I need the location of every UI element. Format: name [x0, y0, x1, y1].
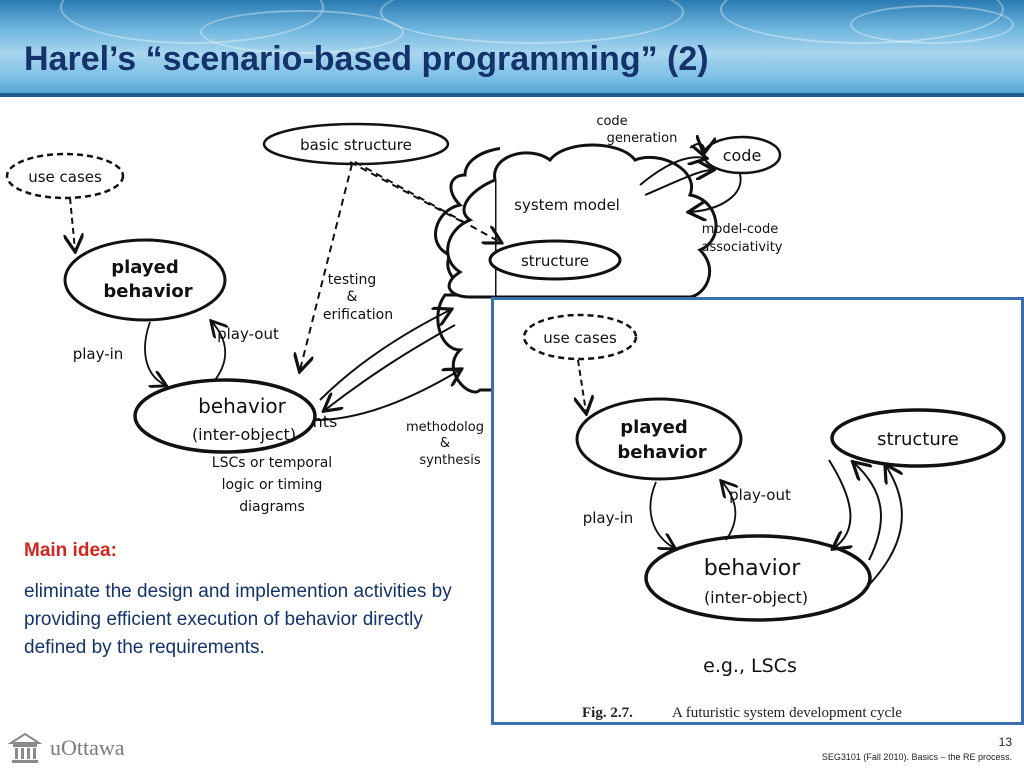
nts-label: nts — [313, 412, 338, 431]
system-model-diagram: use cases basic structure code generatio… — [5, 122, 500, 515]
main-idea-text: eliminate the design and implemention ac… — [24, 581, 452, 658]
main-idea-label: Main idea: — [24, 540, 117, 561]
play-out-label: play-out — [217, 325, 279, 343]
basic-structure-node — [262, 122, 450, 166]
fig-use-cases-label: use cases — [543, 329, 617, 347]
fig-eg-label: e.g., LSCs — [703, 655, 797, 677]
lsc-note-1: LSCs or temporal — [212, 455, 332, 471]
code-generation-text-1: code — [596, 114, 627, 129]
played-behavior-node — [63, 238, 227, 322]
fig-played-behavior-node — [575, 397, 743, 481]
page-number: 13 — [998, 735, 1012, 749]
fig-played-label-1: played — [620, 417, 687, 438]
behavior-label-1: behavior — [198, 394, 287, 418]
fig-caption-text: A futuristic system development cycle — [672, 705, 902, 721]
play-in-label: play-in — [73, 345, 124, 363]
footer-course-text: SEG3101 (Fall 2010). Basics – the RE pro… — [821, 752, 1012, 762]
played-label-2: behavior — [103, 281, 192, 302]
fig-caption-label: Fig. 2.7. — [582, 705, 633, 721]
university-building-icon — [7, 732, 43, 763]
fig-behavior-label-1: behavior — [704, 556, 802, 581]
system-model-diagram-right: code code generation system model struct… — [354, 114, 783, 299]
methodolog-label-1: methodolog — [406, 420, 484, 435]
testing-label-1: testing — [328, 272, 377, 288]
model-code-label-1: model-code — [702, 222, 779, 237]
basic-structure-label: basic structure — [300, 136, 412, 154]
behavior-node — [133, 378, 317, 454]
model-code-label-2: associativity — [702, 240, 783, 255]
fig-play-out-label: play-out — [729, 486, 791, 504]
code-label: code — [723, 146, 762, 165]
testing-label-2: & — [347, 289, 358, 305]
fig-play-in-label: play-in — [583, 509, 634, 527]
fig-structure-node — [830, 408, 1006, 468]
fig-played-label-2: behavior — [617, 442, 706, 463]
system-model-text: system model — [514, 196, 620, 214]
logo-text: uOttawa — [50, 735, 125, 760]
methodolog-label-2: & — [440, 436, 450, 451]
figure-inset: use cases played behavior structure play… — [491, 297, 1024, 725]
structure-text: structure — [521, 252, 589, 270]
code-generation-text-2: generation — [607, 131, 678, 146]
lsc-note-2: logic or timing — [222, 477, 323, 493]
played-label-1: played — [111, 257, 178, 278]
use-cases-node — [5, 152, 125, 200]
slide-title: Harel’s “scenario-based programming” (2) — [24, 40, 709, 78]
slide-header-banner: Harel’s “scenario-based programming” (2) — [0, 0, 1024, 97]
header-divider — [0, 93, 1024, 97]
fig-use-cases-node — [522, 313, 638, 361]
methodolog-label-3: synthesis — [419, 453, 480, 468]
uottawa-logo: uOttawa — [7, 731, 148, 765]
lsc-note-3: diagrams — [239, 499, 305, 515]
fig-behavior-node — [644, 534, 872, 622]
figure-diagram: use cases played behavior structure play… — [522, 313, 1006, 721]
use-cases-label: use cases — [28, 168, 102, 186]
fig-behavior-label-2: (inter-object) — [704, 588, 808, 607]
testing-label-3: erification — [323, 307, 393, 323]
fig-structure-label: structure — [877, 429, 959, 450]
behavior-label-2: (inter-object) — [192, 425, 296, 444]
